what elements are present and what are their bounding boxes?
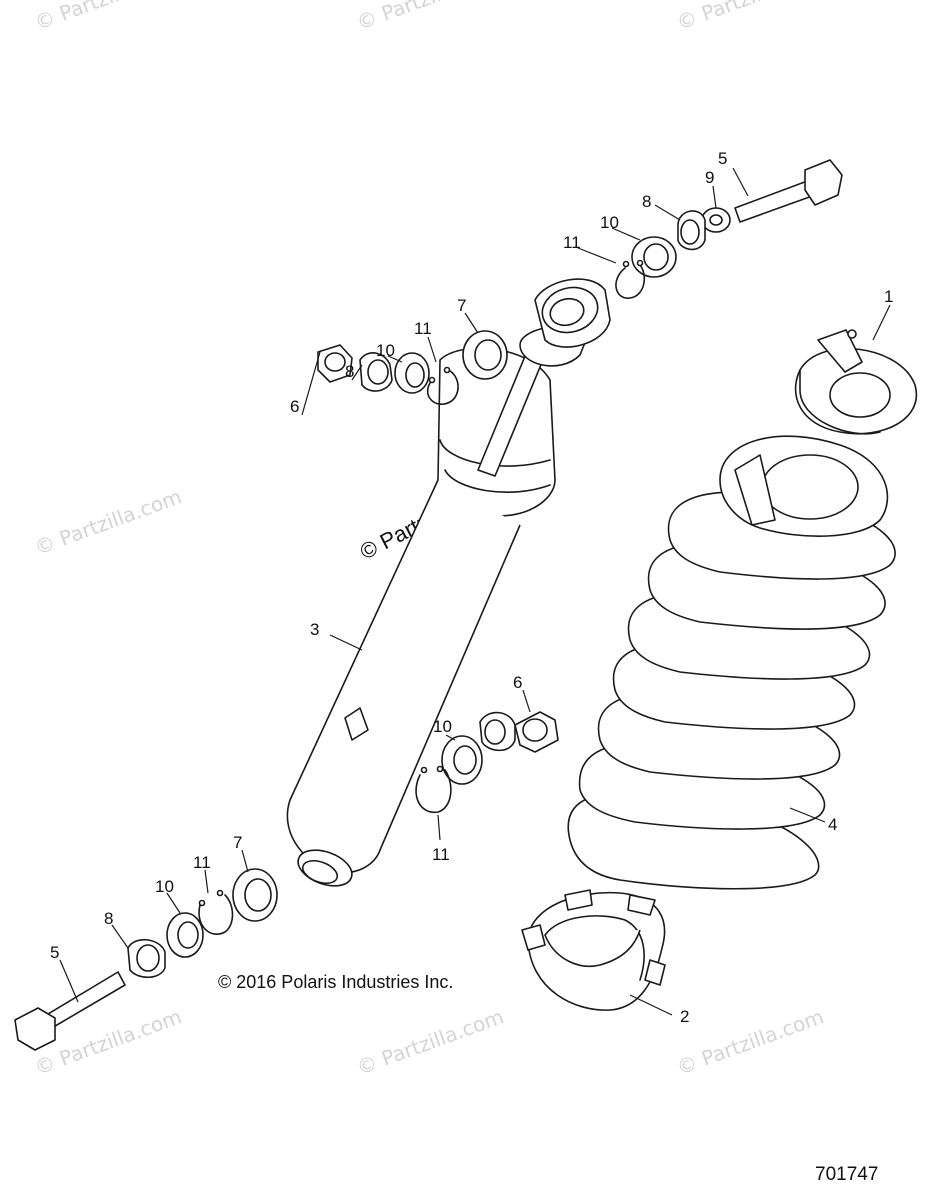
callout-5-bottom: 5 xyxy=(50,943,59,962)
leader-lines xyxy=(59,167,891,1016)
callout-labels: 1 2 3 4 5 5 6 6 7 7 8 8 8 9 10 10 10 10 … xyxy=(50,149,893,1026)
upper-right-mount-hardware xyxy=(615,159,843,299)
copyright-text: © 2016 Polaris Industries Inc. xyxy=(218,972,453,992)
callout-2: 2 xyxy=(680,1007,689,1026)
callout-6-right: 6 xyxy=(513,673,522,692)
callout-11-mid: 11 xyxy=(432,845,450,864)
callout-10-top-right: 10 xyxy=(600,213,619,232)
lower-left-mount-hardware xyxy=(14,868,278,1051)
watermark: © Partzilla.com xyxy=(674,0,827,35)
callout-5-top: 5 xyxy=(718,149,727,168)
callout-10-top-left: 10 xyxy=(376,341,395,360)
callout-8-bottom: 8 xyxy=(104,909,113,928)
watermark: © Partzilla.com xyxy=(32,0,185,35)
callout-10-bottom: 10 xyxy=(155,877,174,896)
middle-mount-hardware xyxy=(415,711,559,813)
upper-left-mount-hardware xyxy=(317,330,508,405)
callout-11-bottom: 11 xyxy=(193,853,211,872)
part-2-lower-spring-retainer xyxy=(521,889,666,1011)
watermark: © Partzilla.com xyxy=(674,1004,827,1079)
callout-4: 4 xyxy=(828,815,837,834)
watermark: © Partzilla.com xyxy=(354,0,507,35)
callout-3: 3 xyxy=(310,620,319,639)
part-1-upper-spring-retainer xyxy=(794,329,918,435)
watermark: © Partzilla.com xyxy=(32,484,185,559)
callout-7-top: 7 xyxy=(457,296,466,315)
callout-10-mid: 10 xyxy=(433,717,452,736)
callout-7-bottom: 7 xyxy=(233,833,242,852)
watermark: © Partzilla.com xyxy=(354,1004,507,1079)
part-3-shock-absorber xyxy=(286,278,611,887)
callout-6-left: 6 xyxy=(290,397,299,416)
callout-11-top-left: 11 xyxy=(414,319,432,338)
callout-1: 1 xyxy=(884,287,893,306)
drawing-number: 701747 xyxy=(815,1164,878,1185)
callout-8-top-left: 8 xyxy=(345,362,354,381)
callout-8-top-right: 8 xyxy=(642,192,651,211)
callout-11-top-right: 11 xyxy=(563,233,581,252)
part-4-coil-spring xyxy=(567,435,896,890)
callout-9: 9 xyxy=(705,168,714,187)
